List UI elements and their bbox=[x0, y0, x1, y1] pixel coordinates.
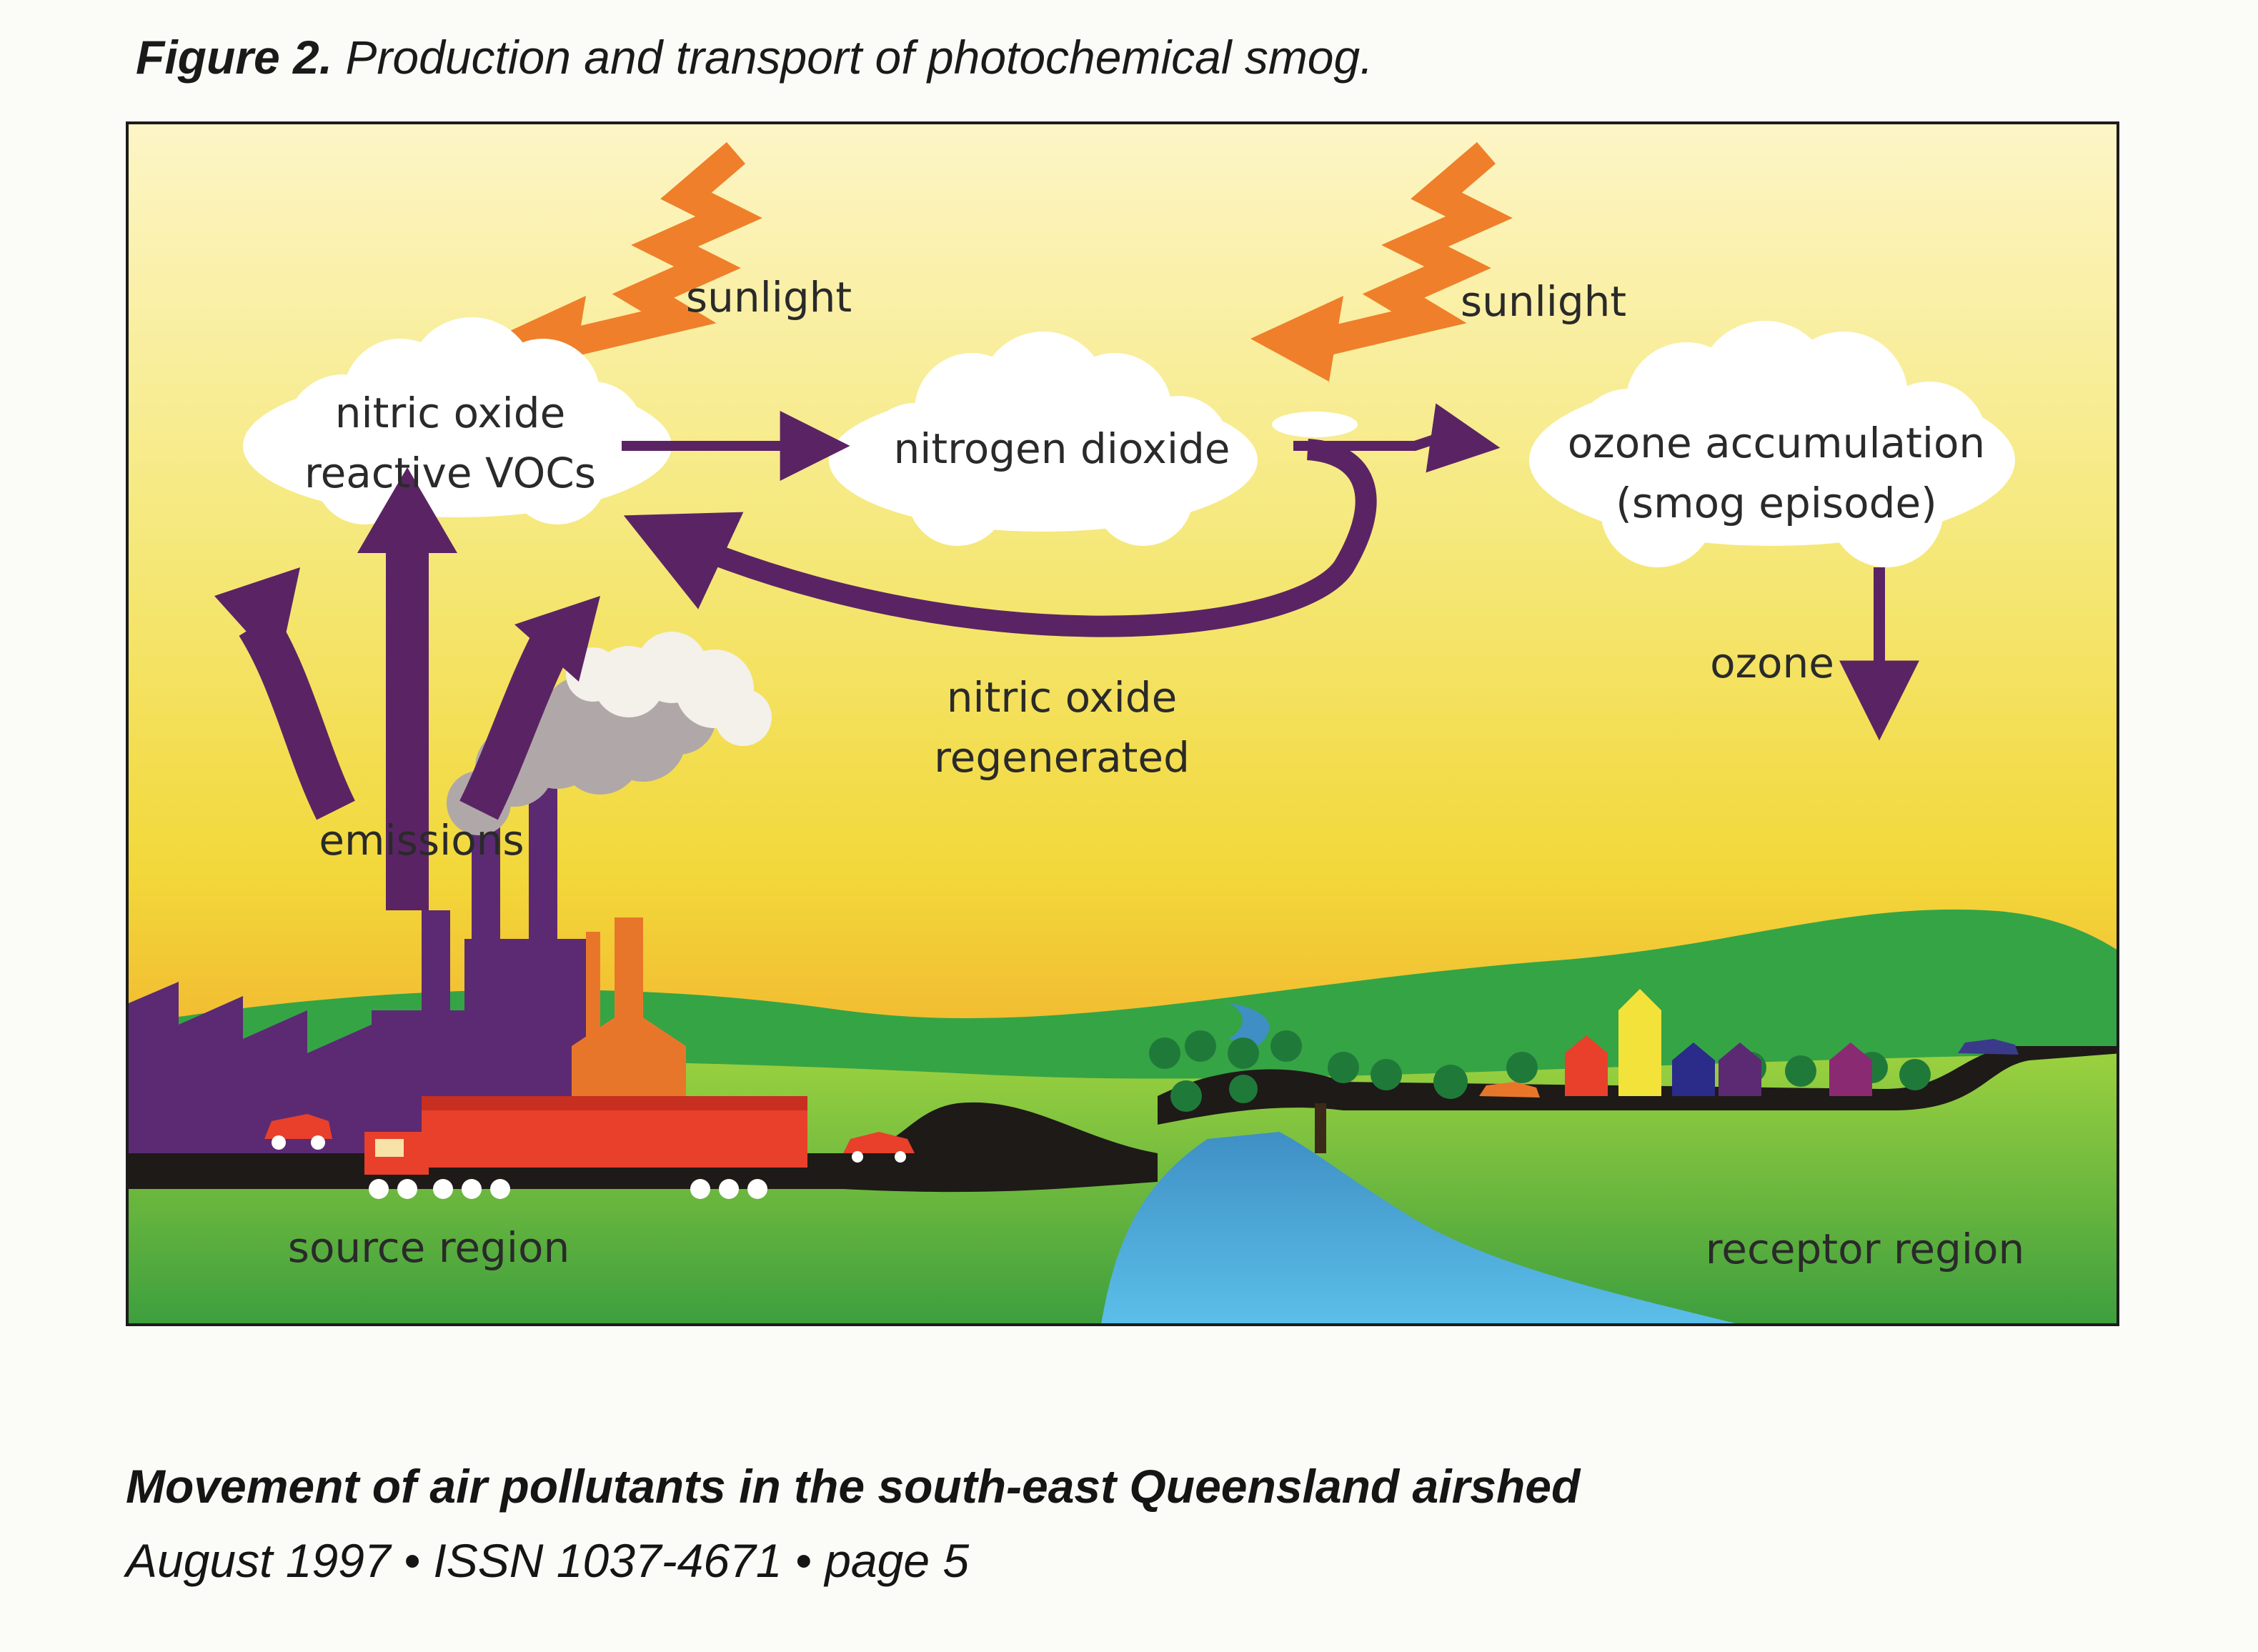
nitrogen-dioxide-label: nitrogen dioxide bbox=[893, 424, 1230, 473]
ozone-label: ozone bbox=[1710, 639, 1834, 687]
regen-line2-label: regenerated bbox=[934, 733, 1190, 782]
river bbox=[1101, 1132, 1736, 1323]
cloud-1-text: nitric oxide reactive VOCs bbox=[304, 383, 596, 503]
car-left bbox=[264, 1114, 332, 1150]
cloud-nitrogen-dioxide bbox=[829, 332, 1358, 546]
regen-text: nitric oxide regenerated bbox=[934, 667, 1190, 787]
smog-episode-label: (smog episode) bbox=[1616, 479, 1937, 527]
houses bbox=[1565, 989, 1872, 1096]
receptor-region-label: receptor region bbox=[1705, 1225, 2025, 1273]
bridge-pillar bbox=[1315, 1103, 1326, 1153]
nitric-oxide-label: nitric oxide bbox=[334, 389, 566, 437]
regen-line1-label: nitric oxide bbox=[946, 673, 1178, 722]
river-stream bbox=[1229, 1003, 1270, 1046]
emissions-label: emissions bbox=[319, 816, 524, 865]
figure-caption: Figure 2. Production and transport of ph… bbox=[136, 30, 1373, 84]
publication-meta: August 1997 • ISSN 1037-4671 • page 5 bbox=[126, 1534, 970, 1587]
reactive-vocs-label: reactive VOCs bbox=[304, 449, 597, 497]
car-blue bbox=[1958, 1039, 2019, 1055]
truck bbox=[364, 1096, 807, 1199]
ozone-accumulation-label: ozone accumulation bbox=[1567, 419, 1986, 467]
cloud-ozone-accumulation bbox=[1529, 321, 2015, 567]
sunlight-label-left: sunlight bbox=[685, 273, 852, 322]
source-region-label: source region bbox=[287, 1223, 570, 1272]
figure-label: Figure 2. bbox=[136, 31, 333, 84]
cloud-3-text: ozone accumulation (smog episode) bbox=[1568, 413, 1985, 533]
publication-title: Movement of air pollutants in the south-… bbox=[126, 1460, 1581, 1513]
arrow-nitric-oxide-regenerated bbox=[623, 439, 1377, 637]
smog-diagram: sunlight sunlight nitric oxide reactive … bbox=[126, 121, 2119, 1326]
receptor-road bbox=[1158, 1046, 2117, 1125]
emissions-arrows bbox=[214, 467, 600, 910]
car-red bbox=[843, 1132, 915, 1163]
sunlight-ray-right bbox=[1250, 141, 1513, 382]
sunlight-label-right: sunlight bbox=[1460, 277, 1627, 326]
car-receptor bbox=[1479, 1082, 1540, 1098]
diagram-illustration bbox=[129, 124, 2117, 1323]
figure-caption-text: Production and transport of photochemica… bbox=[345, 31, 1373, 84]
cloud-nitric-oxide bbox=[243, 317, 672, 524]
arrow-to-ozone bbox=[1293, 403, 1501, 473]
